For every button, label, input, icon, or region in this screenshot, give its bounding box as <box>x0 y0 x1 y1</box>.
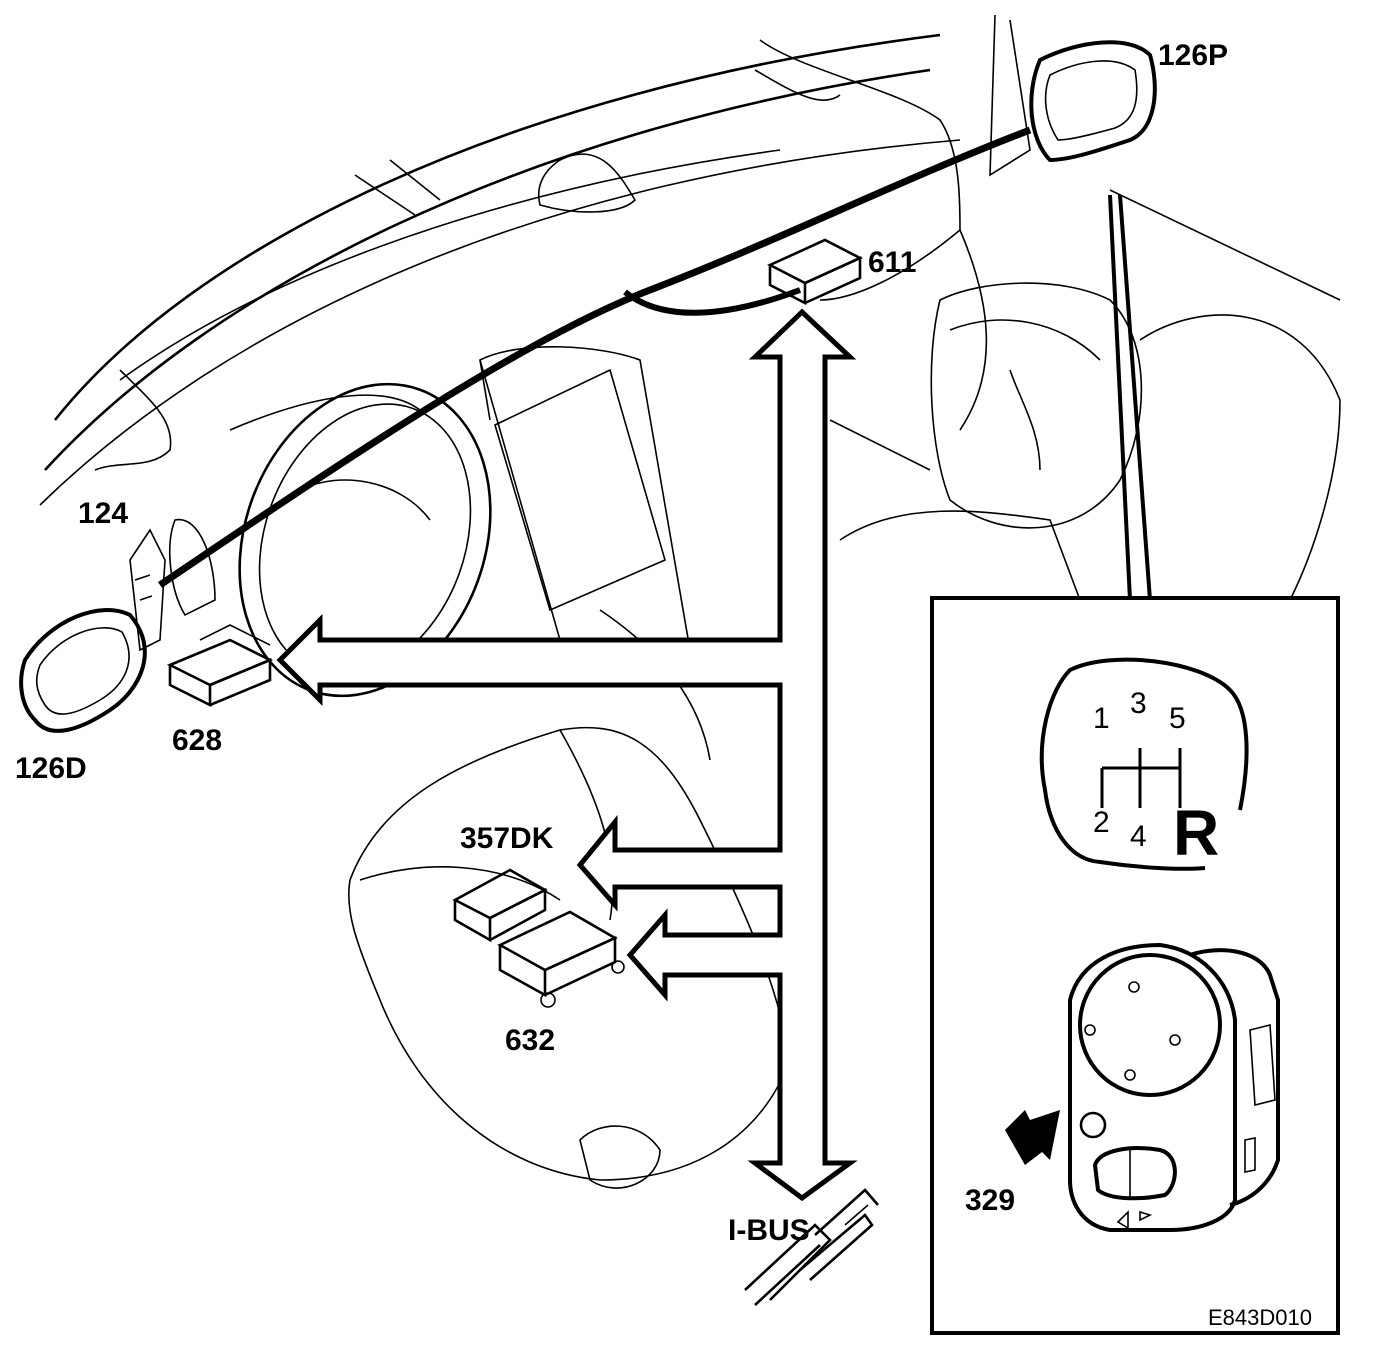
gear-2: 2 <box>1093 806 1110 839</box>
label-357dk: 357DK <box>460 822 554 855</box>
label-124: 124 <box>78 497 128 530</box>
ibus-arrow-system <box>276 308 858 1202</box>
gear-4: 4 <box>1130 820 1147 853</box>
passenger-seat <box>829 189 1341 601</box>
label-ibus: I-BUS <box>728 1214 810 1247</box>
module-357dk-box <box>452 868 548 943</box>
dashboard-outline <box>39 33 988 506</box>
module-611-box <box>767 238 863 306</box>
label-632: 632 <box>505 1024 555 1057</box>
gear-pattern-lines <box>1100 748 1182 808</box>
module-632-box <box>497 910 625 1008</box>
inset-panel <box>930 194 1340 1335</box>
gear-3: 3 <box>1130 687 1147 720</box>
label-628: 628 <box>172 724 222 757</box>
gear-5: 5 <box>1169 702 1186 735</box>
label-126p: 126P <box>1158 39 1228 72</box>
harness-branch-611 <box>623 287 802 316</box>
label-329: 329 <box>965 1184 1015 1217</box>
mirror-switch-329 <box>1005 942 1280 1232</box>
ibus-cable <box>744 1188 879 1306</box>
main-wiring-harness <box>158 126 1032 588</box>
label-126d: 126D <box>15 752 87 785</box>
a-pillar <box>989 14 1031 177</box>
mirror-driver <box>19 519 216 733</box>
mirror-passenger <box>1029 40 1157 163</box>
module-628-box <box>166 624 274 708</box>
pointer-arrow <box>1005 1110 1060 1165</box>
gear-1: 1 <box>1093 702 1110 735</box>
gear-knob <box>1039 657 1249 871</box>
gear-reverse: R <box>1173 797 1219 869</box>
center-console <box>479 346 711 761</box>
label-611: 611 <box>868 246 916 279</box>
figure-code: E843D010 <box>1208 1305 1312 1330</box>
